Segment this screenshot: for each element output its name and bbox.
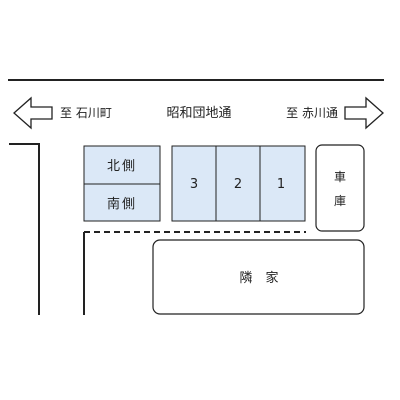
neighbor-house (152, 239, 365, 315)
slot-3-label: 3 (190, 177, 198, 192)
lot-south-label: 南側 (107, 196, 137, 212)
slot-2 (215, 145, 261, 222)
slot-1-label: 1 (277, 177, 285, 192)
right-direction-label: 至 赤川通 (286, 106, 338, 120)
left-direction-label: 至 石川町 (60, 106, 112, 120)
lot-north-label: 北側 (107, 159, 137, 174)
garage-label-1: 車 (334, 170, 346, 184)
left-boundary-wall (9, 143, 40, 315)
slot-2-label: 2 (234, 177, 242, 192)
lot-south (83, 183, 161, 222)
lot-north (83, 145, 161, 185)
right-arrow-icon (344, 96, 384, 130)
slot-3 (171, 145, 217, 222)
garage (315, 144, 365, 232)
left-arrow-icon (13, 96, 53, 130)
garage-label-2: 庫 (334, 194, 346, 208)
road-name-label: 昭和団地通 (166, 106, 231, 121)
neighbor-house-label: 隣 家 (239, 270, 278, 286)
slot-1 (259, 145, 306, 222)
